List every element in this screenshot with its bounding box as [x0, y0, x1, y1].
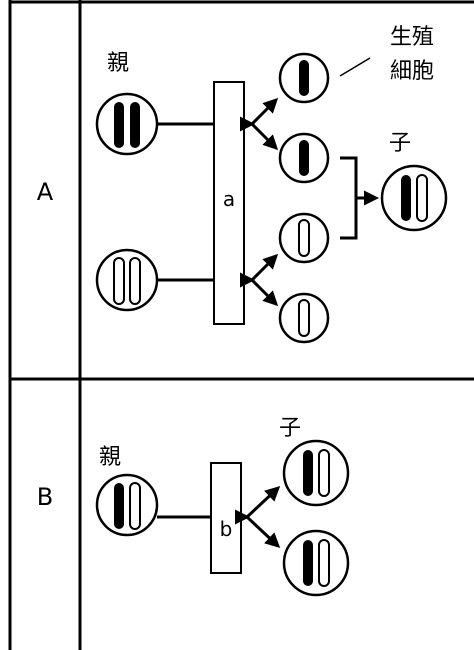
gamete-cell-light — [278, 212, 330, 264]
dark-chromosome — [303, 450, 313, 496]
parent-cell-dark — [95, 92, 159, 156]
dark-chromosome — [114, 102, 124, 148]
child-cell-b-upper — [282, 439, 350, 507]
row-label-a: A — [37, 178, 54, 206]
dark-chromosome — [114, 483, 124, 529]
child-label-a: 子 — [389, 131, 411, 156]
light-chromosome — [113, 257, 125, 305]
fertilization-bracket — [340, 156, 379, 240]
light-chromosome — [318, 449, 330, 497]
child-cell-a — [380, 164, 448, 232]
parent-label-b: 親 — [99, 445, 121, 470]
light-chromosome — [298, 219, 310, 257]
gamete-label-line2: 細胞 — [390, 59, 434, 84]
parent-cell-light — [95, 248, 159, 312]
panel-b: 親 b 子 — [95, 416, 350, 597]
process-label-b: b — [220, 517, 233, 541]
arrow-down — [250, 122, 279, 151]
process-label-a: a — [223, 187, 235, 211]
gamete-cell-dark — [278, 132, 330, 184]
arrow-down — [250, 278, 279, 307]
arrow-up — [250, 253, 279, 282]
gamete-label-line1: 生殖 — [390, 25, 434, 50]
light-chromosome — [416, 174, 428, 222]
parent-label-a: 親 — [107, 51, 129, 76]
dark-chromosome — [130, 102, 140, 148]
arrow-down — [245, 515, 281, 549]
panel-a: 親 a — [95, 25, 448, 344]
dark-chromosome — [299, 140, 309, 176]
dark-chromosome — [303, 540, 313, 586]
arrow-up — [250, 97, 279, 126]
arrow-up — [245, 485, 281, 519]
child-cell-b-lower — [282, 529, 350, 597]
gamete-cell-dark — [278, 52, 330, 104]
process-box-a — [213, 81, 245, 325]
light-chromosome — [129, 482, 141, 530]
light-chromosome — [298, 299, 310, 337]
gamete-cell-light — [278, 292, 330, 344]
row-label-b: B — [37, 483, 53, 511]
dark-chromosome — [299, 60, 309, 96]
light-chromosome — [318, 539, 330, 587]
dark-chromosome — [401, 175, 411, 221]
parent-cell-mixed — [95, 473, 159, 537]
gamete-leader-line — [339, 57, 371, 77]
light-chromosome — [129, 257, 141, 305]
table-frame — [8, 0, 474, 650]
child-label-b: 子 — [279, 416, 301, 441]
